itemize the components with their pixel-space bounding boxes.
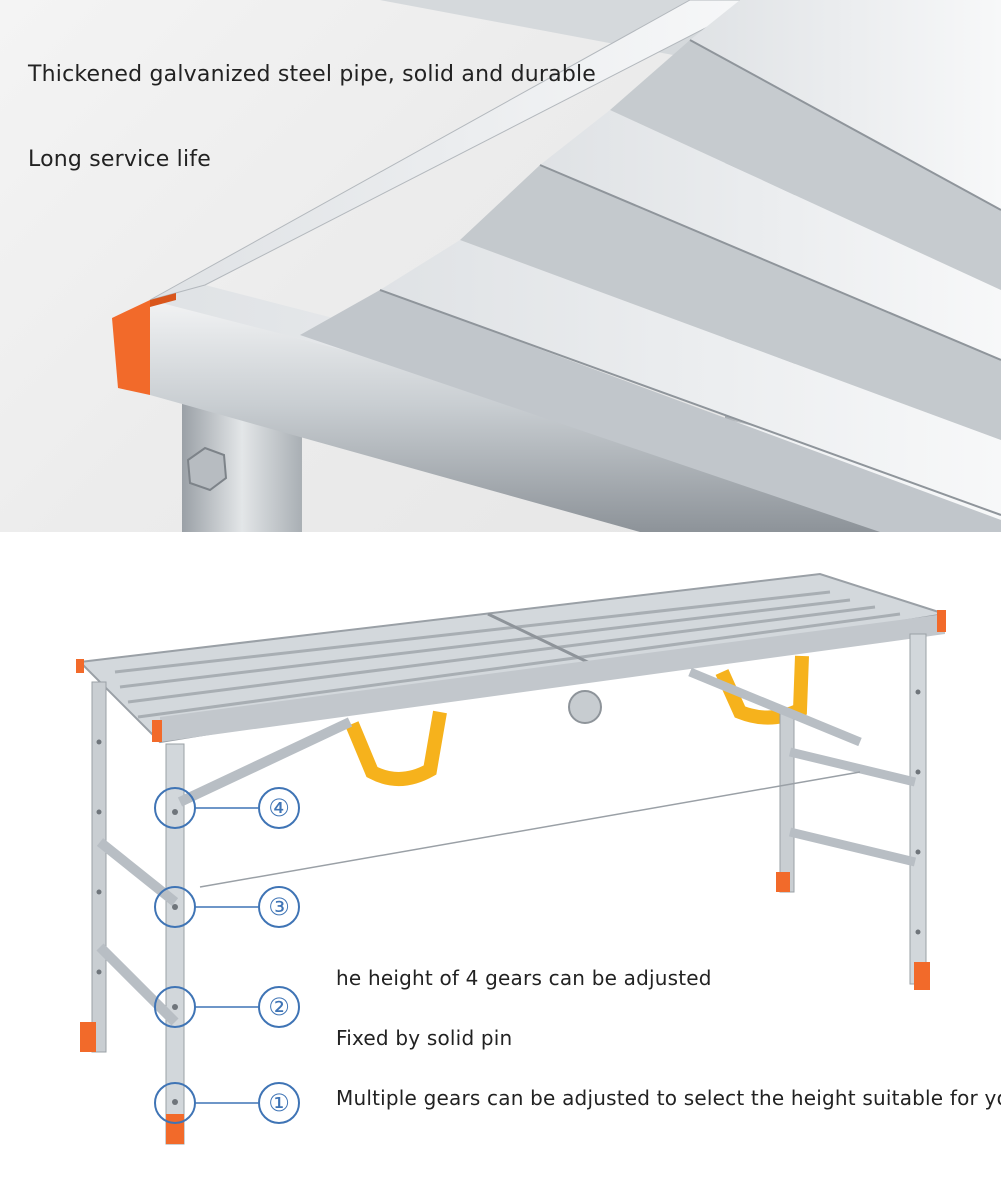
gear-label-4: ④ xyxy=(258,787,300,829)
gear-label-2: ② xyxy=(258,986,300,1028)
caption-height-gears: he height of 4 gears can be adjusted xyxy=(336,966,712,990)
product-diagram-panel: ④ ③ ② ① he height of 4 gears can be adju… xyxy=(0,532,1001,1181)
closeup-panel: Thickened galvanized steel pipe, solid a… xyxy=(0,0,1001,532)
caption-galvanized-pipe: Thickened galvanized steel pipe, solid a… xyxy=(28,62,597,87)
caption-service-life: Long service life xyxy=(28,147,211,172)
folding-platform-illustration xyxy=(76,572,946,1145)
caption-solid-pin: Fixed by solid pin xyxy=(336,1026,513,1050)
steel-platform-closeup-illustration xyxy=(112,0,1001,532)
gear-label-1: ① xyxy=(258,1082,300,1124)
caption-multiple-gears: Multiple gears can be adjusted to select… xyxy=(336,1086,1001,1110)
gear-label-3: ③ xyxy=(258,886,300,928)
